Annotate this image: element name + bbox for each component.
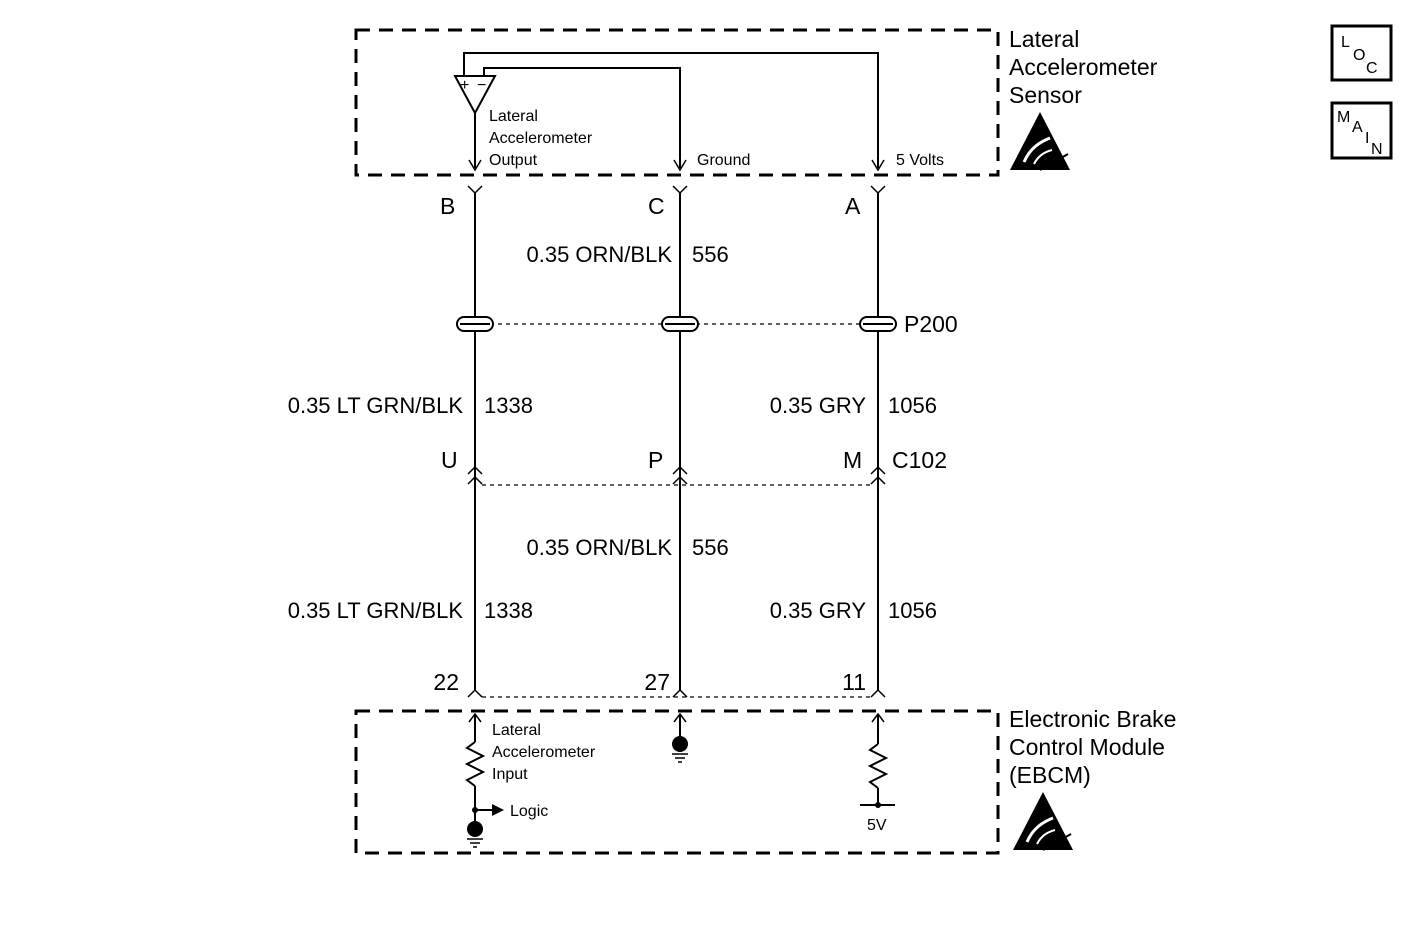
svg-text:L: L [1341,34,1350,51]
wire-label-lower-a: 0.35 GRY [770,598,867,623]
terminal-m: M [843,447,862,473]
svg-text:Electronic Brake: Electronic Brake [1009,706,1176,732]
terminal-a: A [845,193,861,219]
resistor-icon [464,741,486,787]
wire-label-mid-a: 0.35 GRY [770,393,867,418]
resistor-icon [867,743,889,789]
p200-label: P200 [904,311,958,337]
pin-22: 22 [433,669,459,695]
svg-text:N: N [1371,141,1383,158]
terminal-u: U [441,447,458,473]
svg-text:+: + [460,77,469,94]
ground-icon [672,736,688,763]
ebcm-box [354,709,1000,855]
main-button[interactable]: M A I N [1330,101,1393,160]
svg-text:(EBCM): (EBCM) [1009,762,1091,788]
circuit-lower-a: 1056 [888,598,937,623]
svg-text:Lateral: Lateral [1009,26,1079,52]
circuit-mid-b: 1338 [484,393,533,418]
sensor-box [354,28,1000,177]
op-amp-icon: + − [453,75,497,116]
ground-label: Ground [697,152,750,169]
circuit-mid-a: 1056 [888,393,937,418]
circuit-lower-b: 1338 [484,598,533,623]
terminal-p: P [648,447,663,473]
c102-connector [467,465,886,485]
wire-label-mid-b: 0.35 LT GRN/BLK [288,393,464,418]
loc-button[interactable]: L O C [1330,24,1393,82]
ground-icon [467,821,483,848]
circuit-lower-c: 556 [692,535,729,560]
svg-text:Output: Output [489,152,538,169]
logic-label: Logic [510,803,548,820]
wire-label-lower-c: 0.35 ORN/BLK [526,535,672,560]
ebcm-title: Electronic Brake Control Module (EBCM) [1009,706,1176,788]
five-v-label: 5V [867,817,887,834]
pin-27: 27 [644,669,670,695]
svg-text:Accelerometer: Accelerometer [492,744,596,761]
svg-text:I: I [1365,130,1369,147]
svg-text:Control Module: Control Module [1009,734,1165,760]
svg-text:C: C [1366,60,1378,77]
pin-11: 11 [842,669,866,695]
wire-label-lower-b: 0.35 LT GRN/BLK [288,598,464,623]
wire-label-upper-c: 0.35 ORN/BLK [526,242,672,267]
svg-text:−: − [477,77,486,94]
c102-label: C102 [892,447,947,473]
svg-text:Input: Input [492,766,528,783]
terminal-c: C [648,193,665,219]
p200-connector [456,316,897,332]
esd-warning-icon [1010,112,1070,171]
svg-text:Sensor: Sensor [1009,82,1082,108]
circuit-upper-c: 556 [692,242,729,267]
svg-text:Lateral: Lateral [492,722,541,739]
svg-text:Lateral: Lateral [489,108,538,125]
svg-text:M: M [1337,109,1350,126]
esd-warning-icon [1013,792,1073,851]
sensor-output-label: Lateral Accelerometer Output [489,108,593,169]
svg-text:Accelerometer: Accelerometer [489,130,593,147]
svg-text:A: A [1352,119,1363,136]
svg-text:O: O [1353,47,1365,64]
svg-text:Accelerometer: Accelerometer [1009,54,1158,80]
five-volts-label: 5 Volts [896,152,944,169]
sensor-title: Lateral Accelerometer Sensor [1009,26,1158,108]
ebcm-input-label: Lateral Accelerometer Input [492,722,596,783]
terminal-b: B [440,193,455,219]
